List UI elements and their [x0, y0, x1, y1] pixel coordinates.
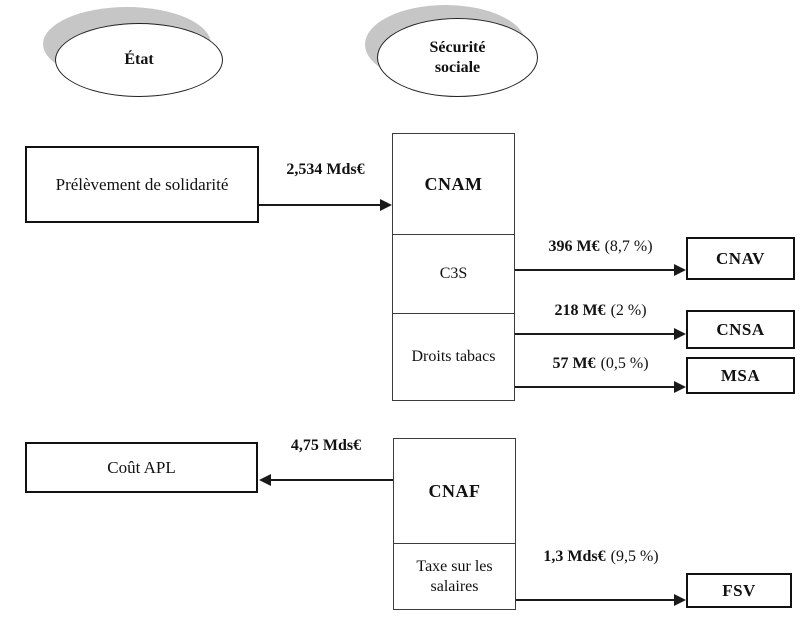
stack-cnaf: CNAF Taxe sur les salaires: [393, 438, 516, 610]
securite-sociale-label: Sécurité sociale: [429, 38, 486, 76]
flow-label-c3s-cnav: 396 M€(8,7 %): [515, 238, 686, 256]
flow-amount: 2,534 Mds€: [286, 161, 365, 178]
entity-etat: État: [43, 7, 223, 97]
box-label: Coût APL: [107, 457, 176, 477]
arrowhead-right-icon: [674, 264, 686, 276]
stack-cell-c3s: C3S: [393, 234, 514, 313]
box-label: Prélèvement de solidarité: [55, 174, 229, 194]
flow-amount: 57 M€: [552, 355, 596, 372]
stack-cell-taxe-salaires: Taxe sur les salaires: [394, 543, 515, 609]
stack-cnam: CNAM C3S Droits tabacs: [392, 133, 515, 401]
stack-cell-cnaf: CNAF: [428, 480, 481, 501]
box-cout-apl: Coût APL: [25, 442, 258, 493]
box-cnsa: CNSA: [686, 310, 795, 349]
stack-cell-droits-tabacs: Droits tabacs: [393, 313, 514, 400]
flow-percent: (2 %): [610, 302, 647, 319]
arrowhead-right-icon: [380, 199, 392, 211]
arrow-taxe-salaires-to-fsv: [516, 599, 676, 601]
arrow-prelevement-to-cnam: [259, 204, 382, 206]
flow-label-prelevement-cnam: 2,534 Mds€: [259, 161, 392, 179]
flow-label-droits-cnsa: 218 M€(2 %): [515, 302, 686, 320]
flow-label-droits-msa: 57 M€(0,5 %): [515, 355, 686, 373]
arrow-droits-tabacs-to-cnsa: [515, 333, 676, 335]
arrow-cnaf-to-cout-apl: [270, 479, 393, 481]
flow-label-taxe-fsv: 1,3 Mds€(9,5 %): [516, 548, 686, 566]
flow-percent: (0,5 %): [600, 355, 649, 372]
stack-cell-cnam: CNAM: [424, 173, 483, 194]
flow-amount: 218 M€: [554, 302, 606, 319]
arrowhead-right-icon: [674, 328, 686, 340]
box-cnav: CNAV: [686, 237, 795, 280]
arrowhead-left-icon: [259, 474, 271, 486]
flow-label-cnaf-apl: 4,75 Mds€: [259, 437, 393, 455]
arrow-c3s-to-cnav: [515, 269, 676, 271]
flow-percent: (8,7 %): [604, 238, 653, 255]
flow-amount: 4,75 Mds€: [290, 437, 362, 454]
arrowhead-right-icon: [674, 381, 686, 393]
flow-percent: (9,5 %): [610, 548, 659, 565]
flow-amount: 1,3 Mds€: [543, 548, 606, 565]
box-prelevement-solidarite: Prélèvement de solidarité: [25, 146, 259, 223]
box-msa: MSA: [686, 357, 795, 394]
entity-securite-sociale: Sécurité sociale: [365, 5, 538, 97]
arrowhead-right-icon: [674, 594, 686, 606]
arrow-droits-tabacs-to-msa: [515, 386, 676, 388]
box-fsv: FSV: [686, 573, 792, 608]
securite-sociale-ellipse: Sécurité sociale: [377, 18, 538, 97]
etat-label: État: [124, 51, 154, 68]
flow-amount: 396 M€: [548, 238, 600, 255]
etat-ellipse: État: [55, 23, 223, 97]
